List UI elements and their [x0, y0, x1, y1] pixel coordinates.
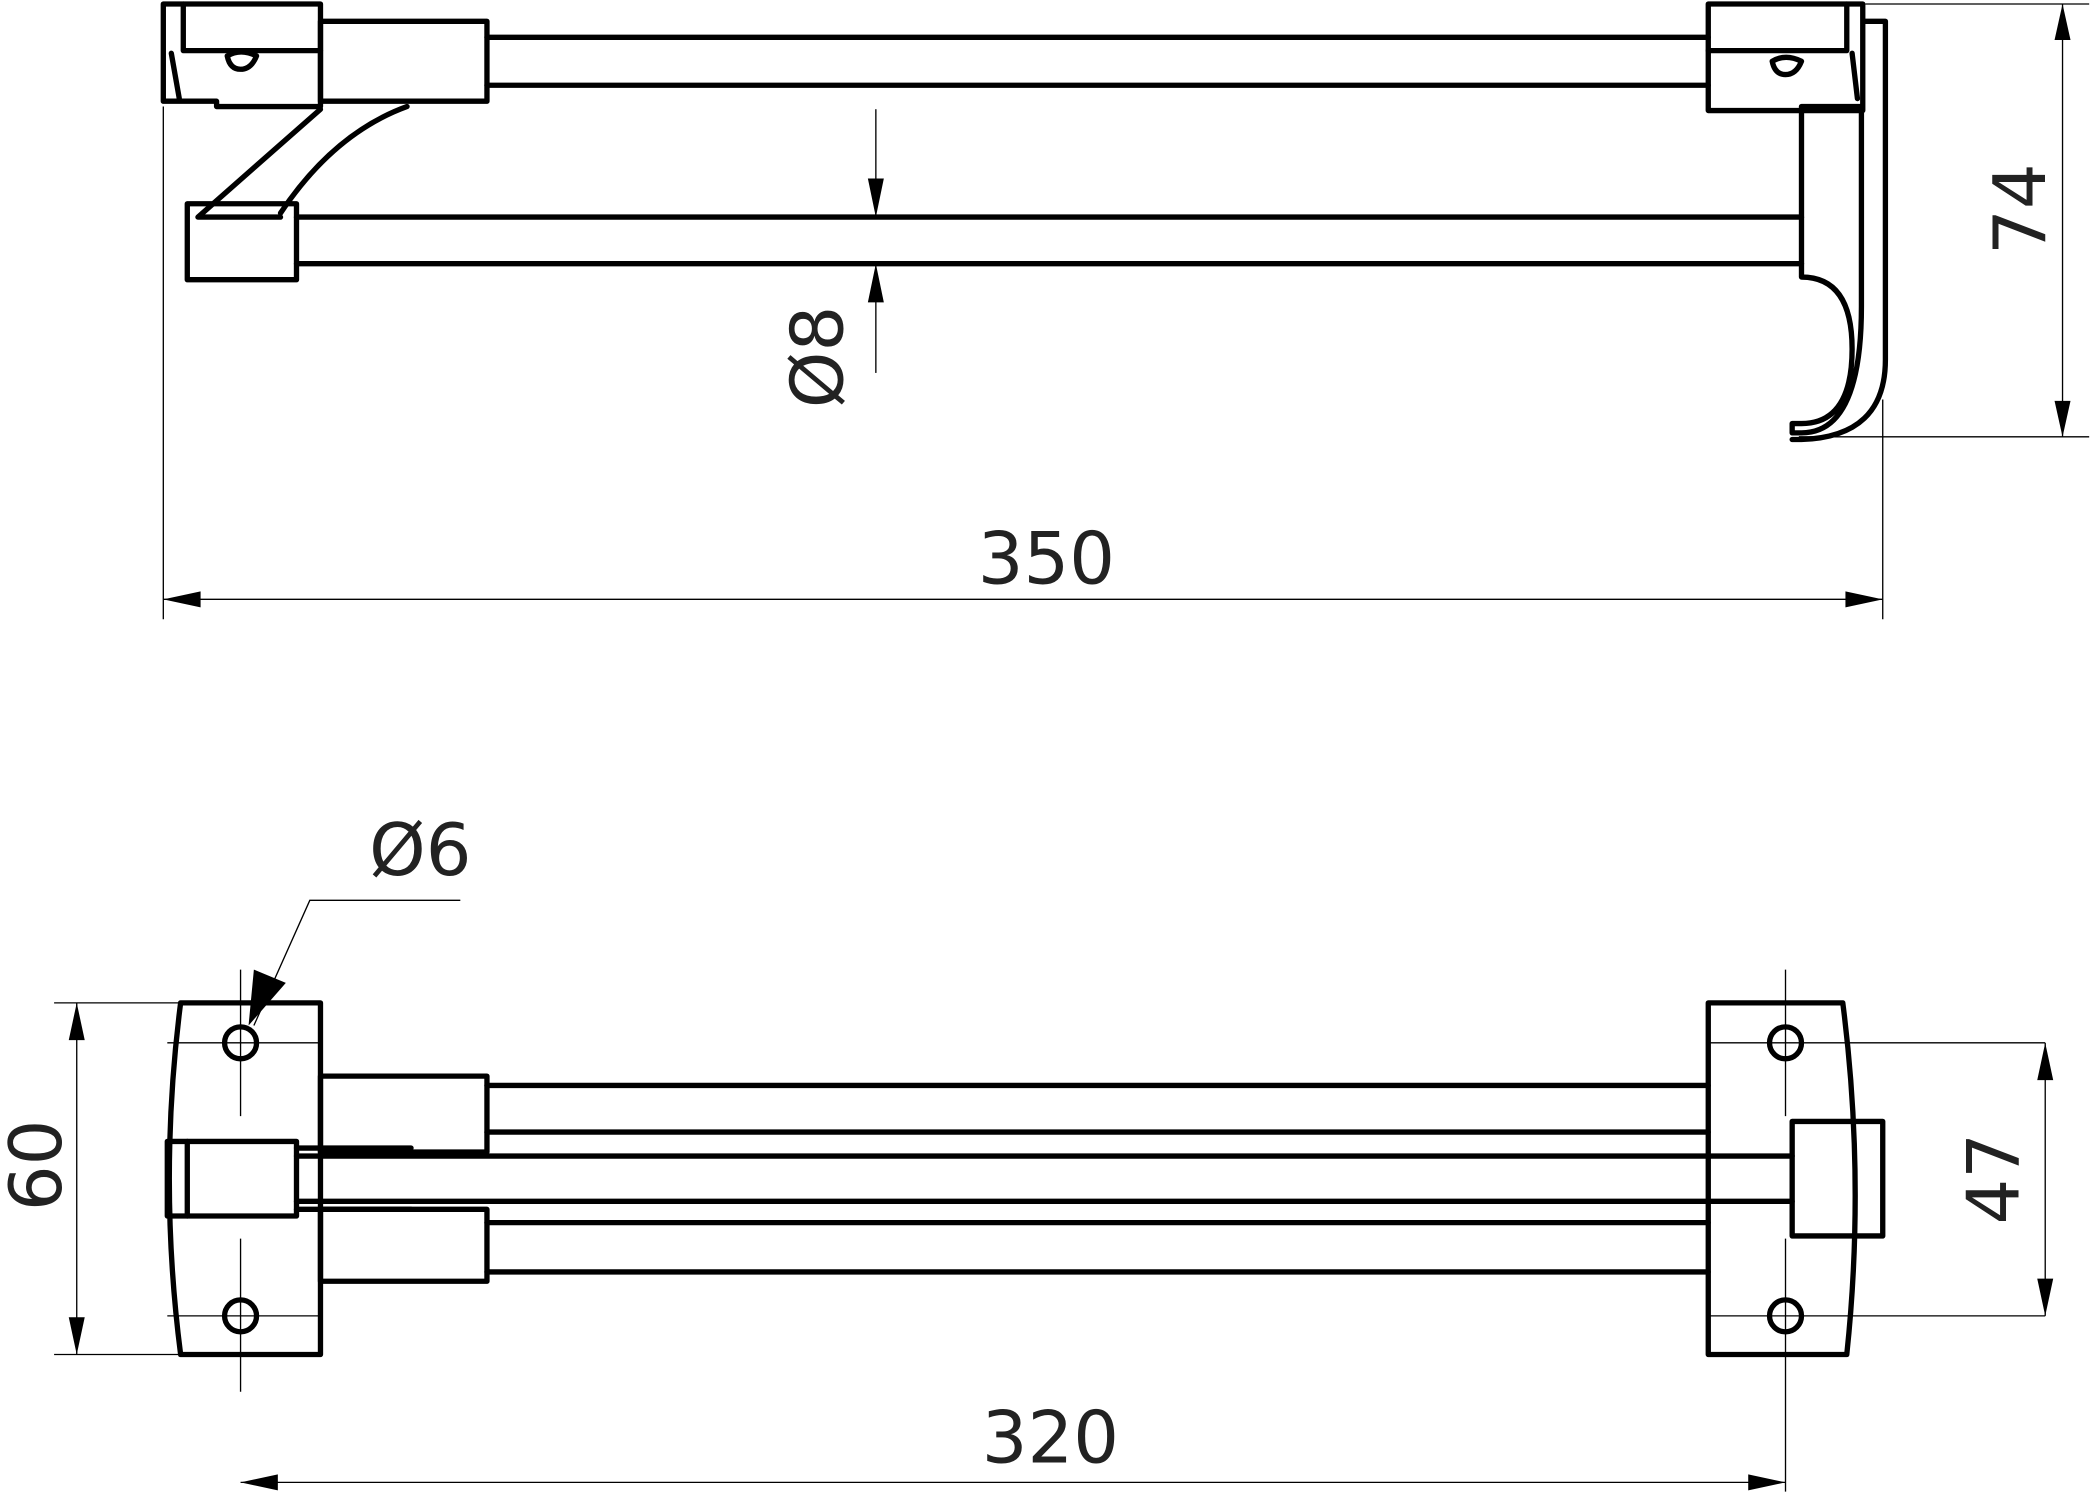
- right-end-block: [1789, 1118, 1886, 1239]
- top-view: 350 74 Ø8: [160, 1, 2090, 620]
- dimension-label-74: 74: [1978, 163, 2062, 255]
- right-wall-bracket: [1705, 1, 1866, 114]
- dimension-diameter-8: Ø8: [776, 109, 884, 408]
- dimension-320: 320: [240, 1395, 1786, 1491]
- dimension-label-47: 47: [1952, 1133, 2036, 1224]
- dimension-74: 74: [1798, 3, 2090, 438]
- dimension-47: 47: [1952, 1042, 2054, 1316]
- lower-bar-end-cap: [184, 201, 300, 283]
- front-view: 60 47 320 Ø6: [0, 808, 2054, 1492]
- dimension-label-diameter-6: Ø6: [369, 808, 471, 892]
- right-mounting-plate: [1705, 969, 2046, 1492]
- front-bars: [293, 1082, 1795, 1275]
- lower-tube-socket-front: [317, 1206, 490, 1284]
- dimension-350: 350: [162, 106, 1884, 620]
- lower-bar: [293, 214, 1805, 267]
- upper-tube-socket-front: [317, 1073, 490, 1155]
- upper-tube-socket: [317, 18, 490, 104]
- dimension-diameter-6: Ø6: [248, 808, 472, 1026]
- hook-arm: [1789, 18, 1889, 443]
- left-end-block: [164, 1138, 300, 1219]
- upper-bar: [484, 34, 1711, 88]
- dimension-label-320: 320: [982, 1395, 1119, 1479]
- left-wall-bracket: [160, 1, 324, 110]
- dimension-label-60: 60: [0, 1120, 78, 1212]
- dimension-60: 60: [0, 1002, 181, 1356]
- dimension-label-diameter-8: Ø8: [776, 306, 860, 408]
- dimension-label-350: 350: [978, 516, 1115, 600]
- diagonal-support-arm: [195, 103, 410, 220]
